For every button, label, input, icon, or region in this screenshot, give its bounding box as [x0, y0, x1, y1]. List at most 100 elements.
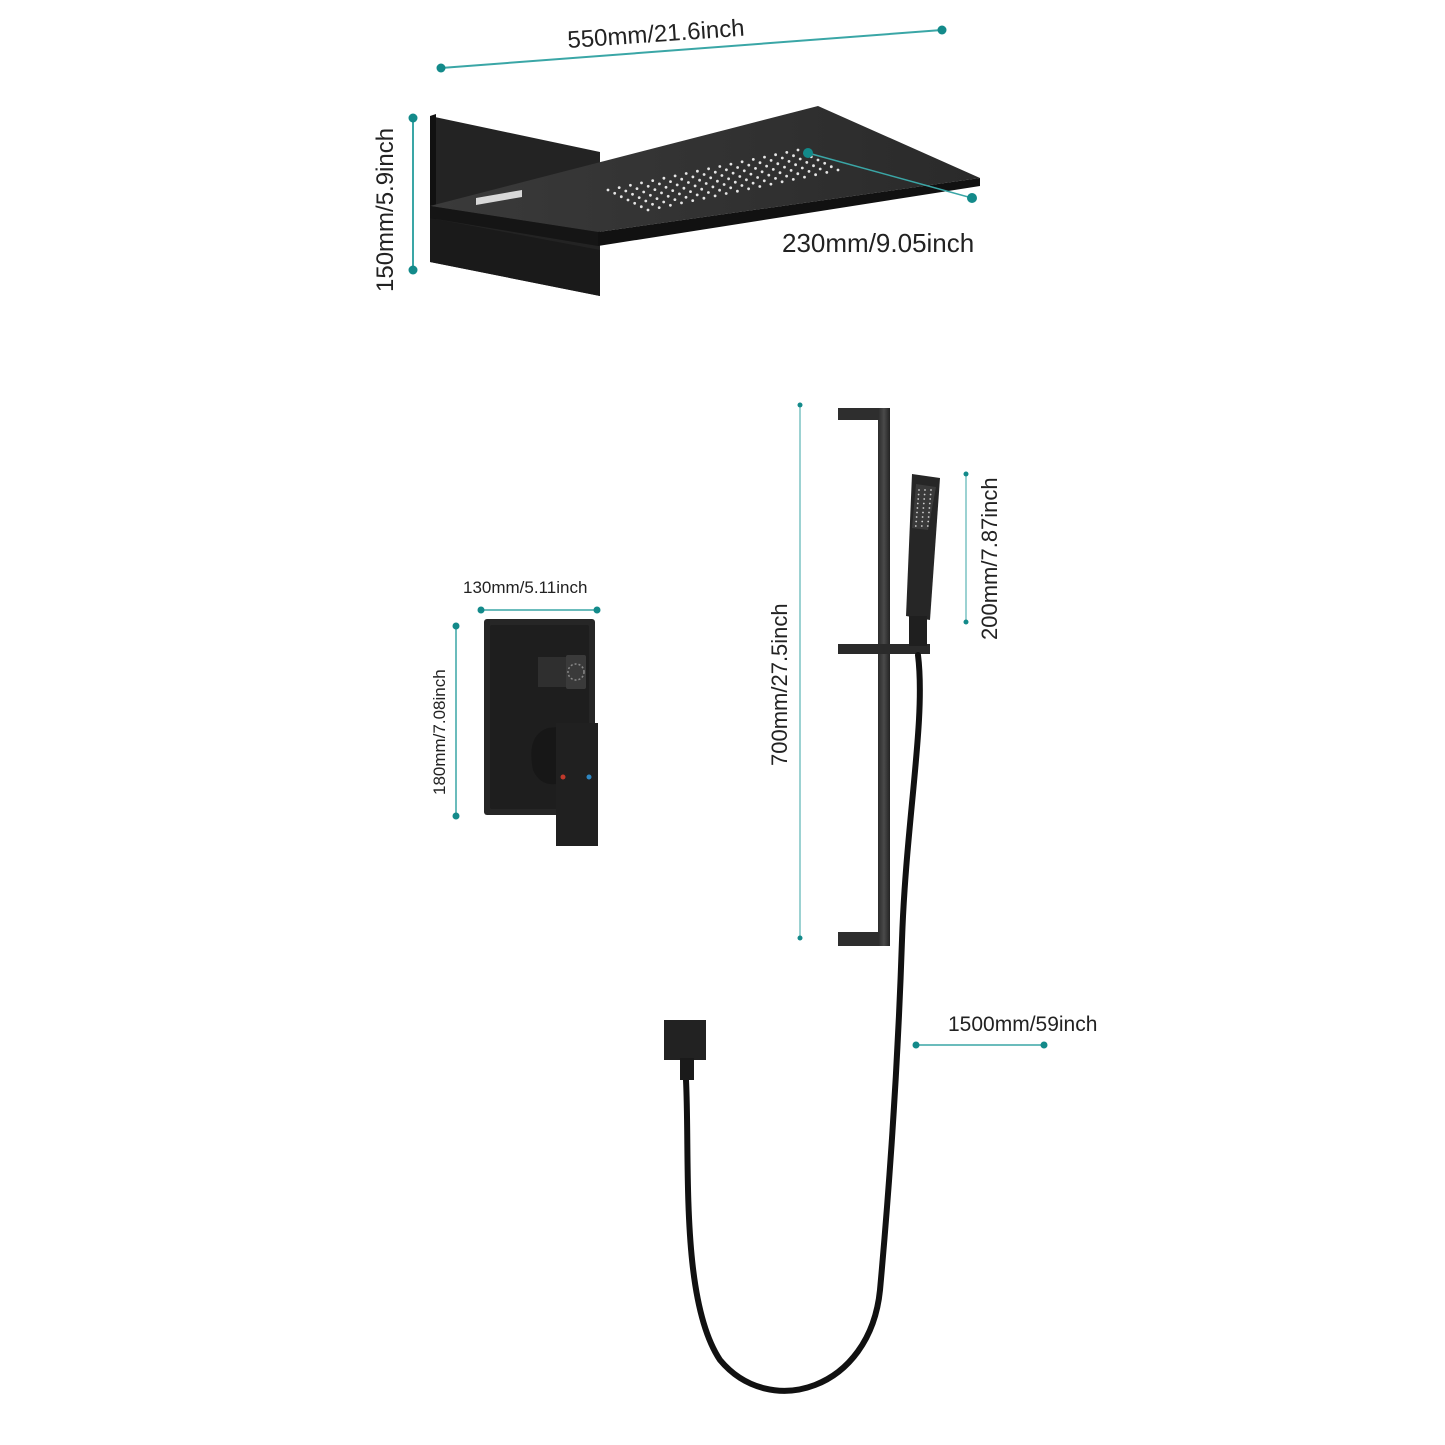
- dim-slide-bar-length-endpoint: [797, 935, 803, 941]
- nozzle-dot: [762, 179, 766, 183]
- hand-nozzle-dot: [926, 525, 929, 527]
- nozzle-dot: [624, 189, 628, 193]
- nozzle-dot: [751, 181, 755, 185]
- nozzle-dot: [818, 167, 822, 171]
- label-rain-head-height: 150mm/5.9inch: [372, 128, 399, 292]
- nozzle-dot: [629, 183, 632, 187]
- label-hand-shower-length: 200mm/7.87inch: [977, 477, 1002, 640]
- nozzle-dot: [733, 180, 737, 184]
- nozzle-dot: [669, 180, 672, 184]
- nozzle-dot: [646, 184, 650, 188]
- hand-nozzle-dot: [917, 493, 920, 496]
- nozzle-dot: [729, 162, 733, 166]
- nozzle-dot: [724, 192, 728, 195]
- nozzle-dot: [789, 169, 793, 172]
- dim-rain-head-depth-endpoint: [803, 148, 813, 158]
- hand-nozzle-dot: [923, 493, 926, 496]
- nozzle-dot: [657, 206, 661, 210]
- nozzle-dot: [631, 192, 634, 196]
- nozzle-dot: [613, 191, 617, 195]
- nozzle-dot: [684, 172, 688, 175]
- nozzle-dot: [664, 185, 668, 189]
- nozzle-dot: [673, 174, 677, 178]
- hand-nozzle-dot: [916, 502, 919, 505]
- hand-nozzle-dot: [914, 525, 917, 527]
- hand-nozzle-dot: [922, 507, 925, 509]
- nozzle-dot: [626, 198, 630, 202]
- nozzle-dot: [758, 161, 762, 165]
- nozzle-dot: [673, 198, 677, 202]
- nozzle-dot: [633, 201, 637, 205]
- nozzle-dot: [716, 179, 719, 183]
- hand-nozzle-dot: [923, 498, 926, 500]
- label-hose-length: 1500mm/59inch: [948, 1013, 1097, 1036]
- nozzle-dot: [736, 166, 739, 169]
- nozzle-dot: [680, 201, 683, 205]
- diverter-valve: [484, 619, 598, 846]
- hand-nozzle-dot: [929, 498, 932, 500]
- nozzle-dot: [745, 178, 748, 182]
- nozzle-dot: [619, 195, 623, 199]
- nozzle-dot: [678, 192, 681, 196]
- shower-hose: [683, 652, 923, 1394]
- hand-nozzle-dot: [915, 520, 918, 523]
- hand-nozzle-dot: [929, 493, 932, 496]
- nozzle-dot: [771, 168, 775, 171]
- dim-rain-head-depth: [807, 152, 973, 199]
- hand-nozzle-dot: [928, 502, 931, 505]
- nozzle-dot: [707, 167, 710, 171]
- dim-rain-head-height-endpoint: [408, 265, 418, 275]
- nozzle-dot: [794, 163, 797, 167]
- label-slide-bar-length: 700mm/27.5inch: [767, 603, 792, 766]
- nozzle-dot: [691, 199, 695, 203]
- nozzle-dot: [776, 162, 780, 166]
- nozzle-dot: [660, 191, 663, 195]
- nozzle-dot: [651, 202, 654, 206]
- hand-shower: [906, 474, 940, 646]
- nozzle-dot: [666, 194, 670, 198]
- nozzle-dot: [720, 174, 724, 177]
- nozzle-dot: [731, 171, 735, 175]
- nozzle-dot: [803, 175, 806, 179]
- nozzle-dot: [763, 155, 766, 159]
- dim-hose-length-endpoint: [1040, 1041, 1048, 1049]
- dim-slide-bar-length-endpoint: [797, 402, 803, 408]
- hand-nozzle-dot: [922, 502, 925, 505]
- nozzle-dot: [700, 187, 704, 191]
- nozzle-dot: [791, 178, 795, 181]
- nozzle-dot: [696, 169, 699, 173]
- hand-nozzle-dot: [921, 516, 924, 518]
- dim-rain-head-width-endpoint: [436, 63, 446, 73]
- nozzle-dot: [711, 185, 715, 189]
- nozzle-dot: [722, 183, 726, 186]
- hand-nozzle-dot: [916, 511, 918, 514]
- nozzle-dot: [778, 171, 782, 175]
- nozzle-dot: [754, 167, 757, 170]
- nozzle-dot: [740, 160, 744, 164]
- nozzle-dot: [807, 170, 811, 173]
- hand-nozzle-dot: [927, 520, 930, 523]
- hand-nozzle-dot: [928, 507, 931, 509]
- nozzle-dot: [713, 170, 717, 174]
- nozzle-dot: [774, 153, 777, 157]
- nozzle-dot: [691, 175, 695, 179]
- hand-nozzle-dot: [915, 516, 918, 518]
- nozzle-dot: [644, 199, 648, 203]
- nozzle-dot: [783, 165, 786, 169]
- nozzle-dot: [767, 173, 771, 177]
- nozzle-dot: [769, 159, 773, 162]
- nozzle-dot: [704, 182, 708, 185]
- nozzle-dot: [747, 187, 750, 191]
- nozzle-dot: [637, 196, 641, 200]
- label-rain-head-width: 550mm/21.6inch: [567, 15, 746, 54]
- label-valve-width: 130mm/5.11inch: [463, 578, 587, 597]
- hand-nozzle-dot: [924, 489, 926, 491]
- rain-nozzles: [606, 148, 840, 212]
- nozzle-dot: [702, 196, 706, 200]
- nozzle-dot: [758, 185, 762, 188]
- hand-nozzle-dot: [917, 498, 920, 500]
- nozzle-dot: [684, 195, 688, 199]
- nozzle-dot: [814, 173, 817, 177]
- nozzle-dot: [796, 148, 800, 152]
